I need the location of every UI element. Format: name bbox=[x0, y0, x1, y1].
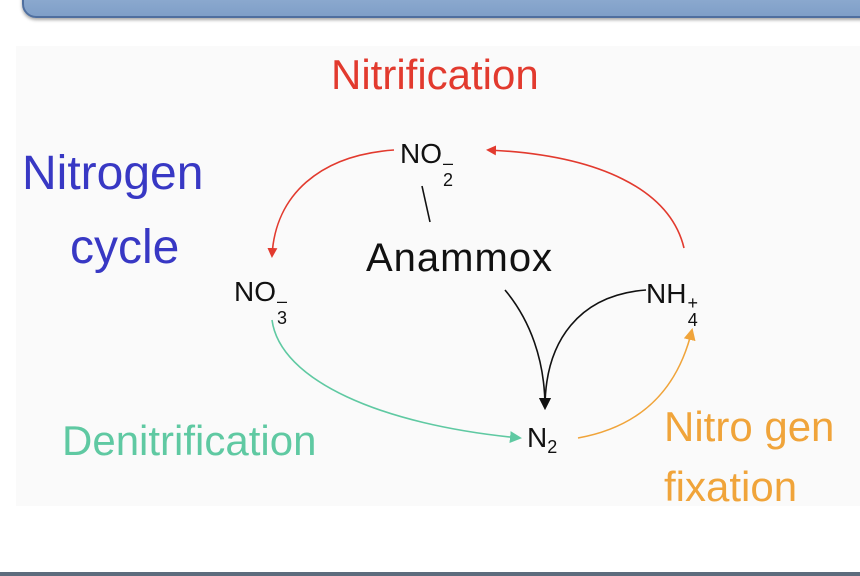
label-nitrogen-fixation-line1: Nitro gen bbox=[664, 403, 835, 450]
label-nitrogen-fixation-line2: fixation bbox=[664, 463, 798, 510]
nitrification-arrow-nitrite-to-nitrate bbox=[267, 149, 395, 258]
diagram-panel bbox=[16, 46, 860, 506]
species-nitrite: NO–2 bbox=[400, 138, 454, 191]
species-dinitrogen: N2 bbox=[527, 422, 558, 457]
fixation-arrow bbox=[577, 328, 696, 439]
nitrification-arrow-ammonium-to-nitrite bbox=[486, 145, 685, 249]
title-cycle: cycle bbox=[70, 221, 180, 274]
label-nitrification: Nitrification bbox=[331, 51, 539, 98]
bottom-divider bbox=[0, 572, 860, 576]
label-anammox: Anammox bbox=[366, 236, 554, 280]
species-ammonium: NH+4 bbox=[646, 278, 698, 331]
denitrification-arrow bbox=[271, 319, 522, 444]
title-nitrogen: Nitrogen bbox=[22, 147, 204, 200]
anammox-arrow-to-dinitrogen bbox=[504, 289, 551, 410]
species-nitrate: NO–3 bbox=[234, 276, 288, 329]
anammox-line-nitrite bbox=[421, 185, 431, 223]
label-denitrification: Denitrification bbox=[62, 417, 317, 464]
header-banner bbox=[22, 0, 860, 18]
anammox-arrow-ammonium-to-dinitrogen bbox=[539, 289, 647, 410]
